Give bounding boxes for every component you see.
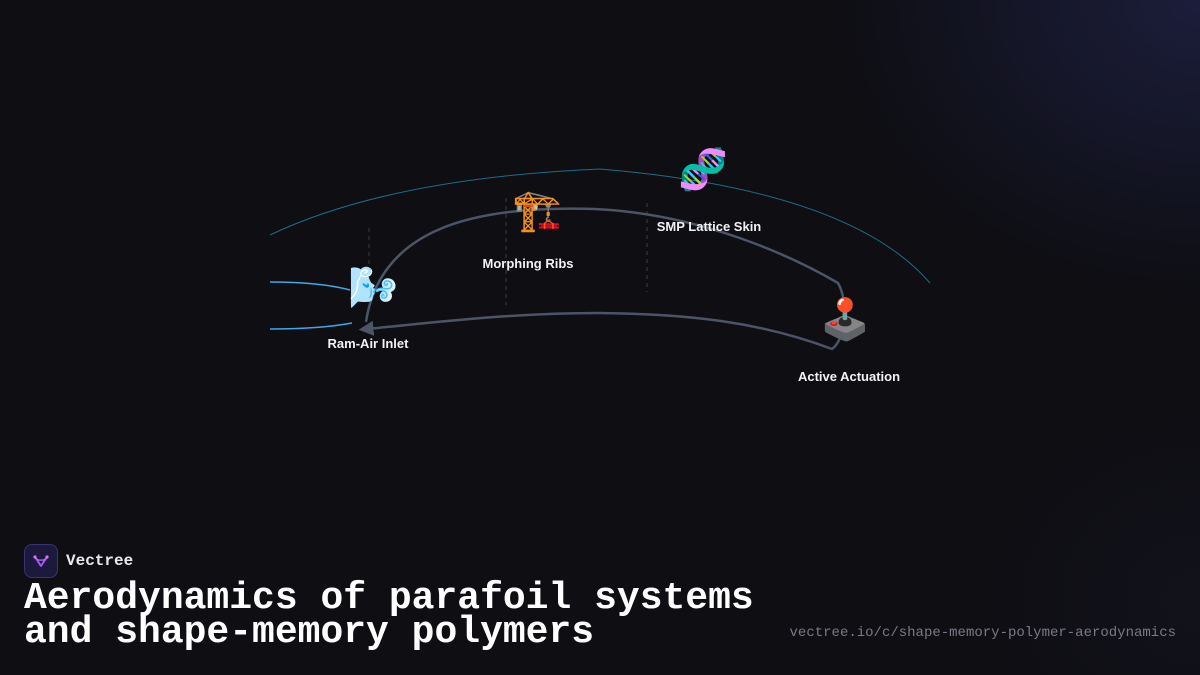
brand-name: Vectree bbox=[66, 552, 134, 570]
title-line-2: and shape-memory polymers bbox=[24, 611, 595, 654]
wind-blowing-icon: 🌬️ bbox=[348, 265, 398, 311]
node-label-smp-lattice-skin: SMP Lattice Skin bbox=[657, 219, 762, 234]
construction-crane-icon: 🏗️ bbox=[512, 188, 562, 234]
node-label-ram-air-inlet: Ram-Air Inlet bbox=[328, 336, 410, 351]
dna-icon: 🧬 bbox=[678, 147, 728, 193]
joystick-icon: 🕹️ bbox=[820, 297, 870, 343]
node-label-active-actuation: Active Actuation bbox=[798, 369, 900, 384]
node-label-morphing-ribs: Morphing Ribs bbox=[483, 256, 574, 271]
vectree-logo-icon bbox=[24, 544, 58, 578]
brand: Vectree bbox=[24, 544, 133, 578]
title-line-1: Aerodynamics of parafoil systems bbox=[24, 577, 754, 620]
airflow-stream-upper bbox=[269, 281, 351, 291]
canopy-outline bbox=[269, 168, 931, 284]
airflow-stream-lower bbox=[269, 322, 353, 330]
page-title: Aerodynamics of parafoil systems and sha… bbox=[24, 580, 784, 652]
source-url: vectree.io/c/shape-memory-polymer-aerody… bbox=[789, 625, 1176, 641]
flow-loop-path bbox=[358, 207, 846, 351]
